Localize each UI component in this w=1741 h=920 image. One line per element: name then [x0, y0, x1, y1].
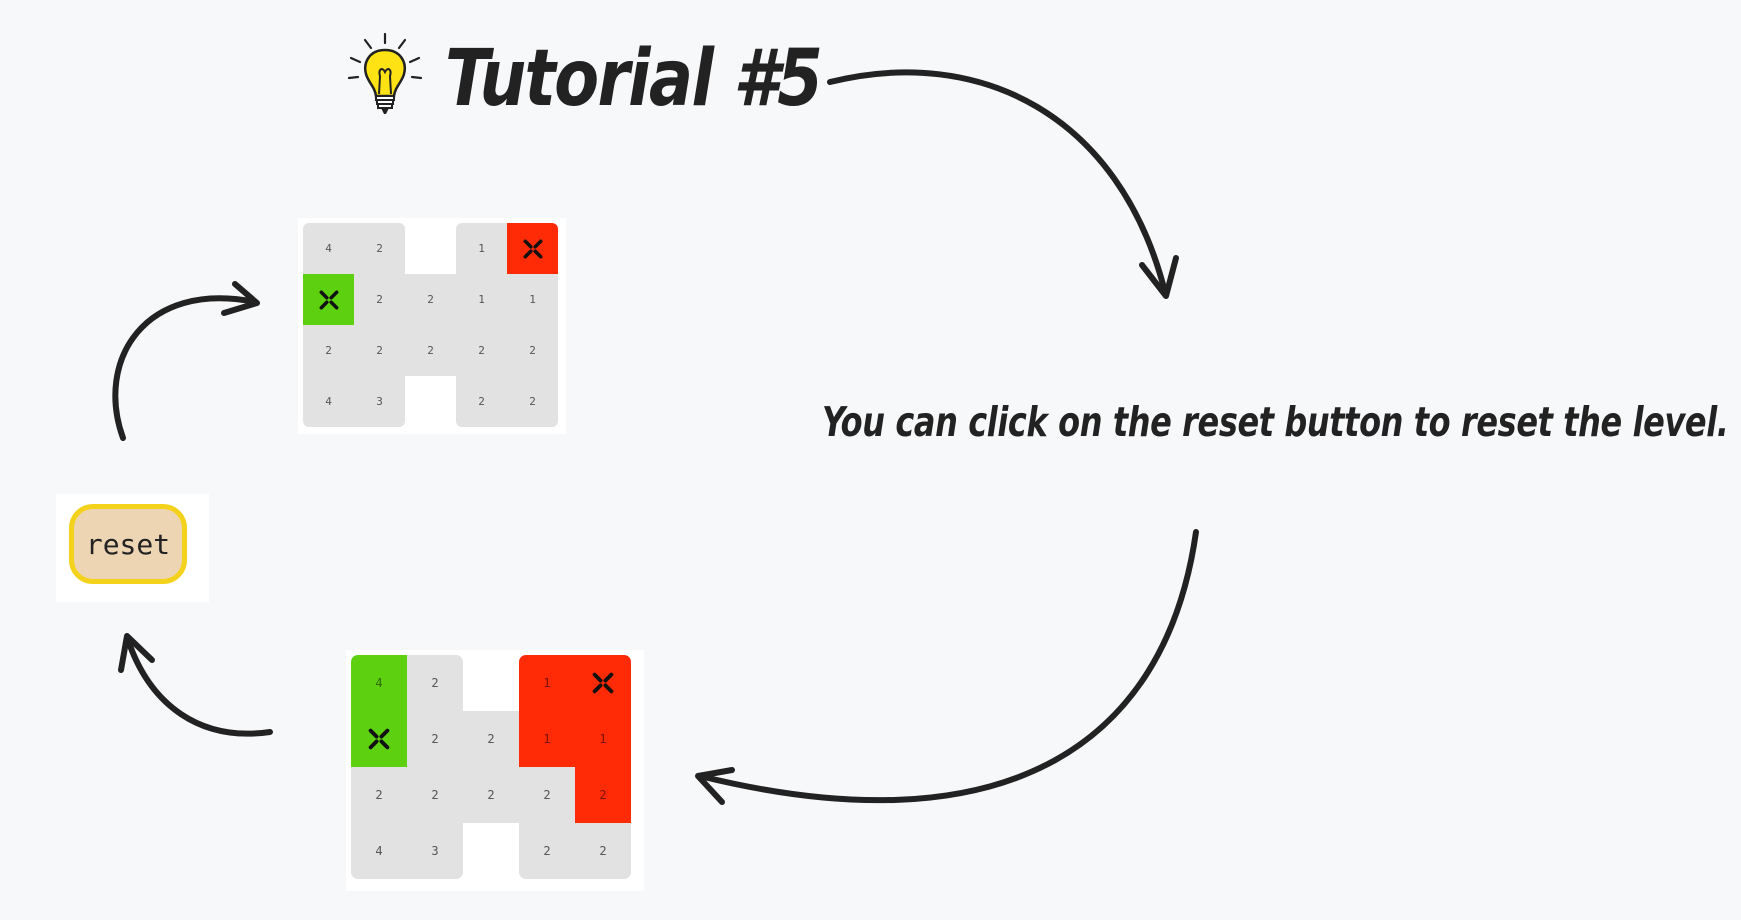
arrow-board-to-reset — [118, 633, 273, 737]
board-cell[interactable]: 2 — [407, 711, 463, 767]
reset-panel: reset — [56, 494, 209, 602]
cross-marker-icon — [319, 290, 338, 309]
board-cell[interactable]: 2 — [456, 325, 507, 376]
cell-number: 2 — [487, 732, 495, 746]
arrow-title-to-instruction — [827, 69, 1179, 299]
cell-number: 2 — [431, 732, 439, 746]
cell-number: 2 — [325, 344, 332, 357]
cross-marker-icon — [592, 672, 614, 694]
board-cell[interactable]: 2 — [519, 767, 575, 823]
cell-number: 2 — [431, 676, 439, 690]
cell-number: 2 — [376, 242, 383, 255]
cross-marker-icon — [368, 728, 390, 750]
cell-number: 2 — [529, 395, 536, 408]
board-cell[interactable]: 2 — [407, 767, 463, 823]
board-cell-marker[interactable] — [507, 223, 558, 274]
board-cell[interactable]: 3 — [354, 376, 405, 427]
cell-number: 1 — [543, 732, 551, 746]
cell-number: 4 — [375, 676, 383, 690]
board-cell[interactable]: 2 — [507, 325, 558, 376]
board-cell[interactable]: 2 — [456, 376, 507, 427]
board-cell[interactable]: 4 — [303, 223, 354, 274]
lightbulb-icon — [347, 32, 423, 114]
cell-number: 1 — [478, 293, 485, 306]
board-in-progress: 4 2 1 2 2 1 1 2 2 2 2 2 4 3 2 2 — [346, 650, 644, 891]
board-cell[interactable]: 2 — [354, 274, 405, 325]
board-cell[interactable]: 1 — [456, 223, 507, 274]
board-after-reset: 4 2 1 2 2 1 1 2 2 2 2 2 4 3 2 2 — [298, 218, 566, 434]
board-cell[interactable]: 1 — [519, 711, 575, 767]
cell-number: 2 — [427, 293, 434, 306]
board-cell[interactable]: 1 — [456, 274, 507, 325]
board-cell[interactable]: 2 — [463, 767, 519, 823]
board-cell[interactable]: 4 — [351, 655, 407, 711]
board-cell[interactable]: 2 — [519, 823, 575, 879]
cell-number: 3 — [376, 395, 383, 408]
board-cell[interactable]: 4 — [351, 823, 407, 879]
board-cell[interactable]: 2 — [303, 325, 354, 376]
arrow-instruction-to-board — [695, 529, 1199, 805]
cell-number: 2 — [599, 788, 607, 802]
cell-number: 4 — [325, 395, 332, 408]
cell-number: 1 — [529, 293, 536, 306]
reset-button[interactable]: reset — [69, 504, 187, 584]
board-cell[interactable]: 3 — [407, 823, 463, 879]
cell-number: 2 — [543, 844, 551, 858]
cell-number: 2 — [599, 844, 607, 858]
board-cell[interactable]: 1 — [519, 655, 575, 711]
arrow-reset-to-board — [112, 281, 260, 441]
cell-number: 4 — [325, 242, 332, 255]
board-cell[interactable]: 2 — [354, 223, 405, 274]
board-cell-marker[interactable] — [303, 274, 354, 325]
board-cell[interactable]: 2 — [351, 767, 407, 823]
board-cell[interactable]: 2 — [507, 376, 558, 427]
cell-number: 1 — [599, 732, 607, 746]
instruction-text: You can click on the reset button to res… — [822, 398, 1729, 446]
board-cell-marker[interactable] — [351, 711, 407, 767]
board-cell[interactable]: 2 — [405, 274, 456, 325]
cell-number: 2 — [543, 788, 551, 802]
board-cell[interactable]: 2 — [405, 325, 456, 376]
cell-number: 2 — [478, 395, 485, 408]
board-cell[interactable]: 2 — [575, 767, 631, 823]
board-cell[interactable]: 2 — [575, 823, 631, 879]
board-cell[interactable]: 4 — [303, 376, 354, 427]
board-cell[interactable]: 1 — [507, 274, 558, 325]
board-cell[interactable]: 1 — [575, 711, 631, 767]
cell-number: 2 — [427, 344, 434, 357]
cell-number: 1 — [478, 242, 485, 255]
cell-number: 2 — [529, 344, 536, 357]
board-cell[interactable]: 2 — [354, 325, 405, 376]
cell-number: 4 — [375, 844, 383, 858]
board-cell-marker[interactable] — [575, 655, 631, 711]
board-cell[interactable]: 2 — [407, 655, 463, 711]
cell-number: 2 — [376, 293, 383, 306]
cell-number: 2 — [375, 788, 383, 802]
board-cell[interactable]: 2 — [463, 711, 519, 767]
page-title: Tutorial #5 — [445, 34, 823, 124]
cell-number: 1 — [543, 676, 551, 690]
cell-number: 2 — [431, 788, 439, 802]
cell-number: 2 — [487, 788, 495, 802]
cell-number: 3 — [431, 844, 439, 858]
cross-marker-icon — [523, 239, 542, 258]
cell-number: 2 — [376, 344, 383, 357]
cell-number: 2 — [478, 344, 485, 357]
